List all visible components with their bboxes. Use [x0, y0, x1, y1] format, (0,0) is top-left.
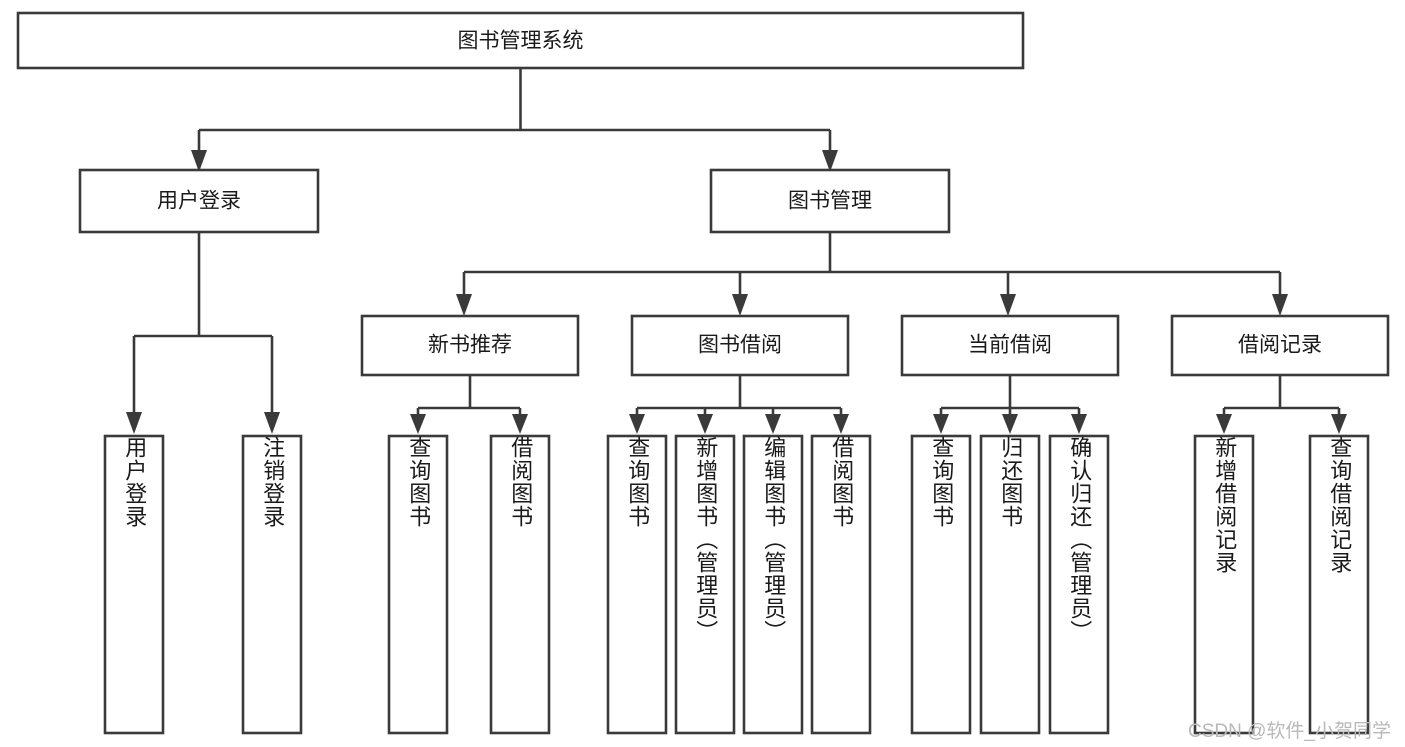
node-leaf-bookborrow-2-box[interactable] — [674, 434, 736, 735]
arrowhead-leaf-br-2 — [1331, 414, 1347, 434]
arrowhead-leaf-newbook-1 — [410, 414, 426, 434]
node-leaf-borrowrecord-2-box[interactable] — [1308, 434, 1370, 735]
arrowhead-current-borrow — [1000, 294, 1016, 316]
node-leaf-currentborrow-1-box[interactable] — [910, 434, 972, 735]
arrowhead-book-borrow — [732, 294, 748, 316]
node-book-borrow-box[interactable] — [630, 314, 850, 377]
arrowhead-leaf-cb-2 — [1002, 414, 1018, 434]
arrowhead-leaf-bb-3 — [765, 414, 781, 434]
connector-group-current-borrow — [933, 375, 1087, 434]
node-leaf-newbook-1-box[interactable] — [387, 434, 449, 735]
arrowhead-leaf-user-login-2 — [264, 412, 280, 434]
node-leaf-borrowrecord-1-box[interactable] — [1193, 434, 1255, 735]
arrowhead-leaf-bb-4 — [833, 414, 849, 434]
node-leaf-user-login-1-box[interactable] — [103, 434, 165, 735]
connector-group-root — [191, 68, 838, 172]
arrowhead-leaf-cb-3 — [1071, 414, 1087, 434]
node-user-login-label: 用户登录 — [157, 190, 241, 213]
node-book-manage-label: 图书管理 — [788, 190, 872, 213]
arrowhead-leaf-bb-1 — [629, 414, 645, 434]
watermark-text: CSDN @软件_小贺同学 — [1188, 721, 1391, 742]
arrowhead-borrow-record — [1272, 294, 1288, 316]
connector-group-book-manage — [456, 232, 1288, 316]
arrowhead-user-login — [191, 150, 207, 172]
node-book-borrow-label: 图书借阅 — [698, 334, 782, 357]
node-root-box[interactable] — [16, 11, 1025, 70]
arrowhead-leaf-cb-1 — [933, 414, 949, 434]
node-leaf-user-login-2-box[interactable] — [241, 434, 303, 735]
arrowhead-leaf-user-login-1 — [126, 412, 142, 434]
node-book-manage-box[interactable] — [709, 168, 951, 234]
connector-group-book-borrow — [629, 375, 849, 434]
node-leaf-currentborrow-3-box[interactable] — [1048, 434, 1110, 735]
node-current-borrow-label: 当前借阅 — [968, 334, 1052, 357]
node-root-label: 图书管理系统 — [458, 30, 584, 53]
node-borrow-record-box[interactable] — [1170, 314, 1390, 377]
arrowhead-book-manage — [822, 150, 838, 172]
arrowhead-leaf-br-1 — [1216, 414, 1232, 434]
node-borrow-record-label: 借阅记录 — [1238, 334, 1322, 357]
arrowhead-leaf-newbook-2 — [512, 414, 528, 434]
connector-group-borrow-record — [1216, 375, 1347, 434]
connector-group-new-book — [410, 375, 528, 434]
node-leaf-bookborrow-1-box[interactable] — [606, 434, 668, 735]
node-new-book-box[interactable] — [360, 314, 580, 377]
node-leaf-currentborrow-2-box[interactable] — [979, 434, 1041, 735]
connector-group-user-login — [126, 232, 280, 434]
node-leaf-bookborrow-3-box[interactable] — [742, 434, 804, 735]
node-leaf-bookborrow-4-box[interactable] — [810, 434, 872, 735]
node-new-book-label: 新书推荐 — [428, 334, 512, 357]
node-current-borrow-box[interactable] — [900, 314, 1120, 377]
node-leaf-newbook-2-box[interactable] — [489, 434, 551, 735]
arrowhead-leaf-bb-2 — [697, 414, 713, 434]
node-user-login-box[interactable] — [78, 168, 320, 234]
arrowhead-new-book — [456, 294, 472, 316]
